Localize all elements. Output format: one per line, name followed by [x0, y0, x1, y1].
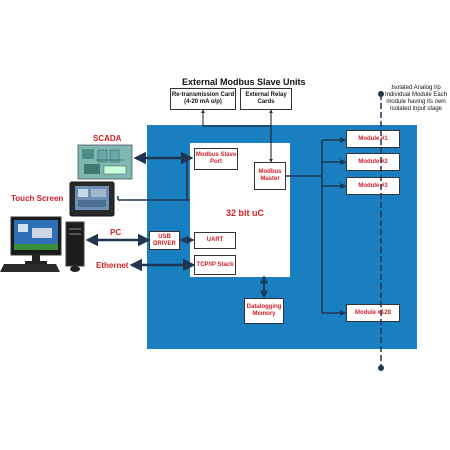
- ethernet-label: Ethernet: [96, 261, 129, 270]
- touch-screen-device-image: [69, 181, 115, 217]
- isolated-input-note: Isolated Analog I/p Individual Module Ea…: [384, 85, 448, 112]
- modbus-slave-units-title: External Modbus Slave Units: [182, 77, 306, 87]
- datalogging-memory-box: Datalogging Memory: [244, 298, 284, 324]
- touch-screen-label: Touch Screen: [11, 194, 64, 203]
- module-2-box: Module #2: [346, 153, 400, 171]
- modbus-master-box: Modbus Master: [254, 162, 286, 190]
- scada-label: SCADA: [93, 134, 122, 143]
- module-3-box: Module #3: [346, 177, 400, 195]
- modbus-slave-port-box: Modbus Slave Port: [194, 148, 238, 170]
- external-relay-cards-box: External Relay Cards: [240, 88, 292, 110]
- pc-computer-image: [0, 216, 85, 272]
- scada-screen-image: [77, 144, 133, 180]
- module-1-box: Module #1: [346, 130, 400, 148]
- microcontroller-label: 32 bit uC: [226, 208, 265, 218]
- module-128-box: Module #128: [346, 304, 400, 322]
- pc-label: PC: [110, 228, 122, 237]
- uart-box: UART: [194, 232, 236, 249]
